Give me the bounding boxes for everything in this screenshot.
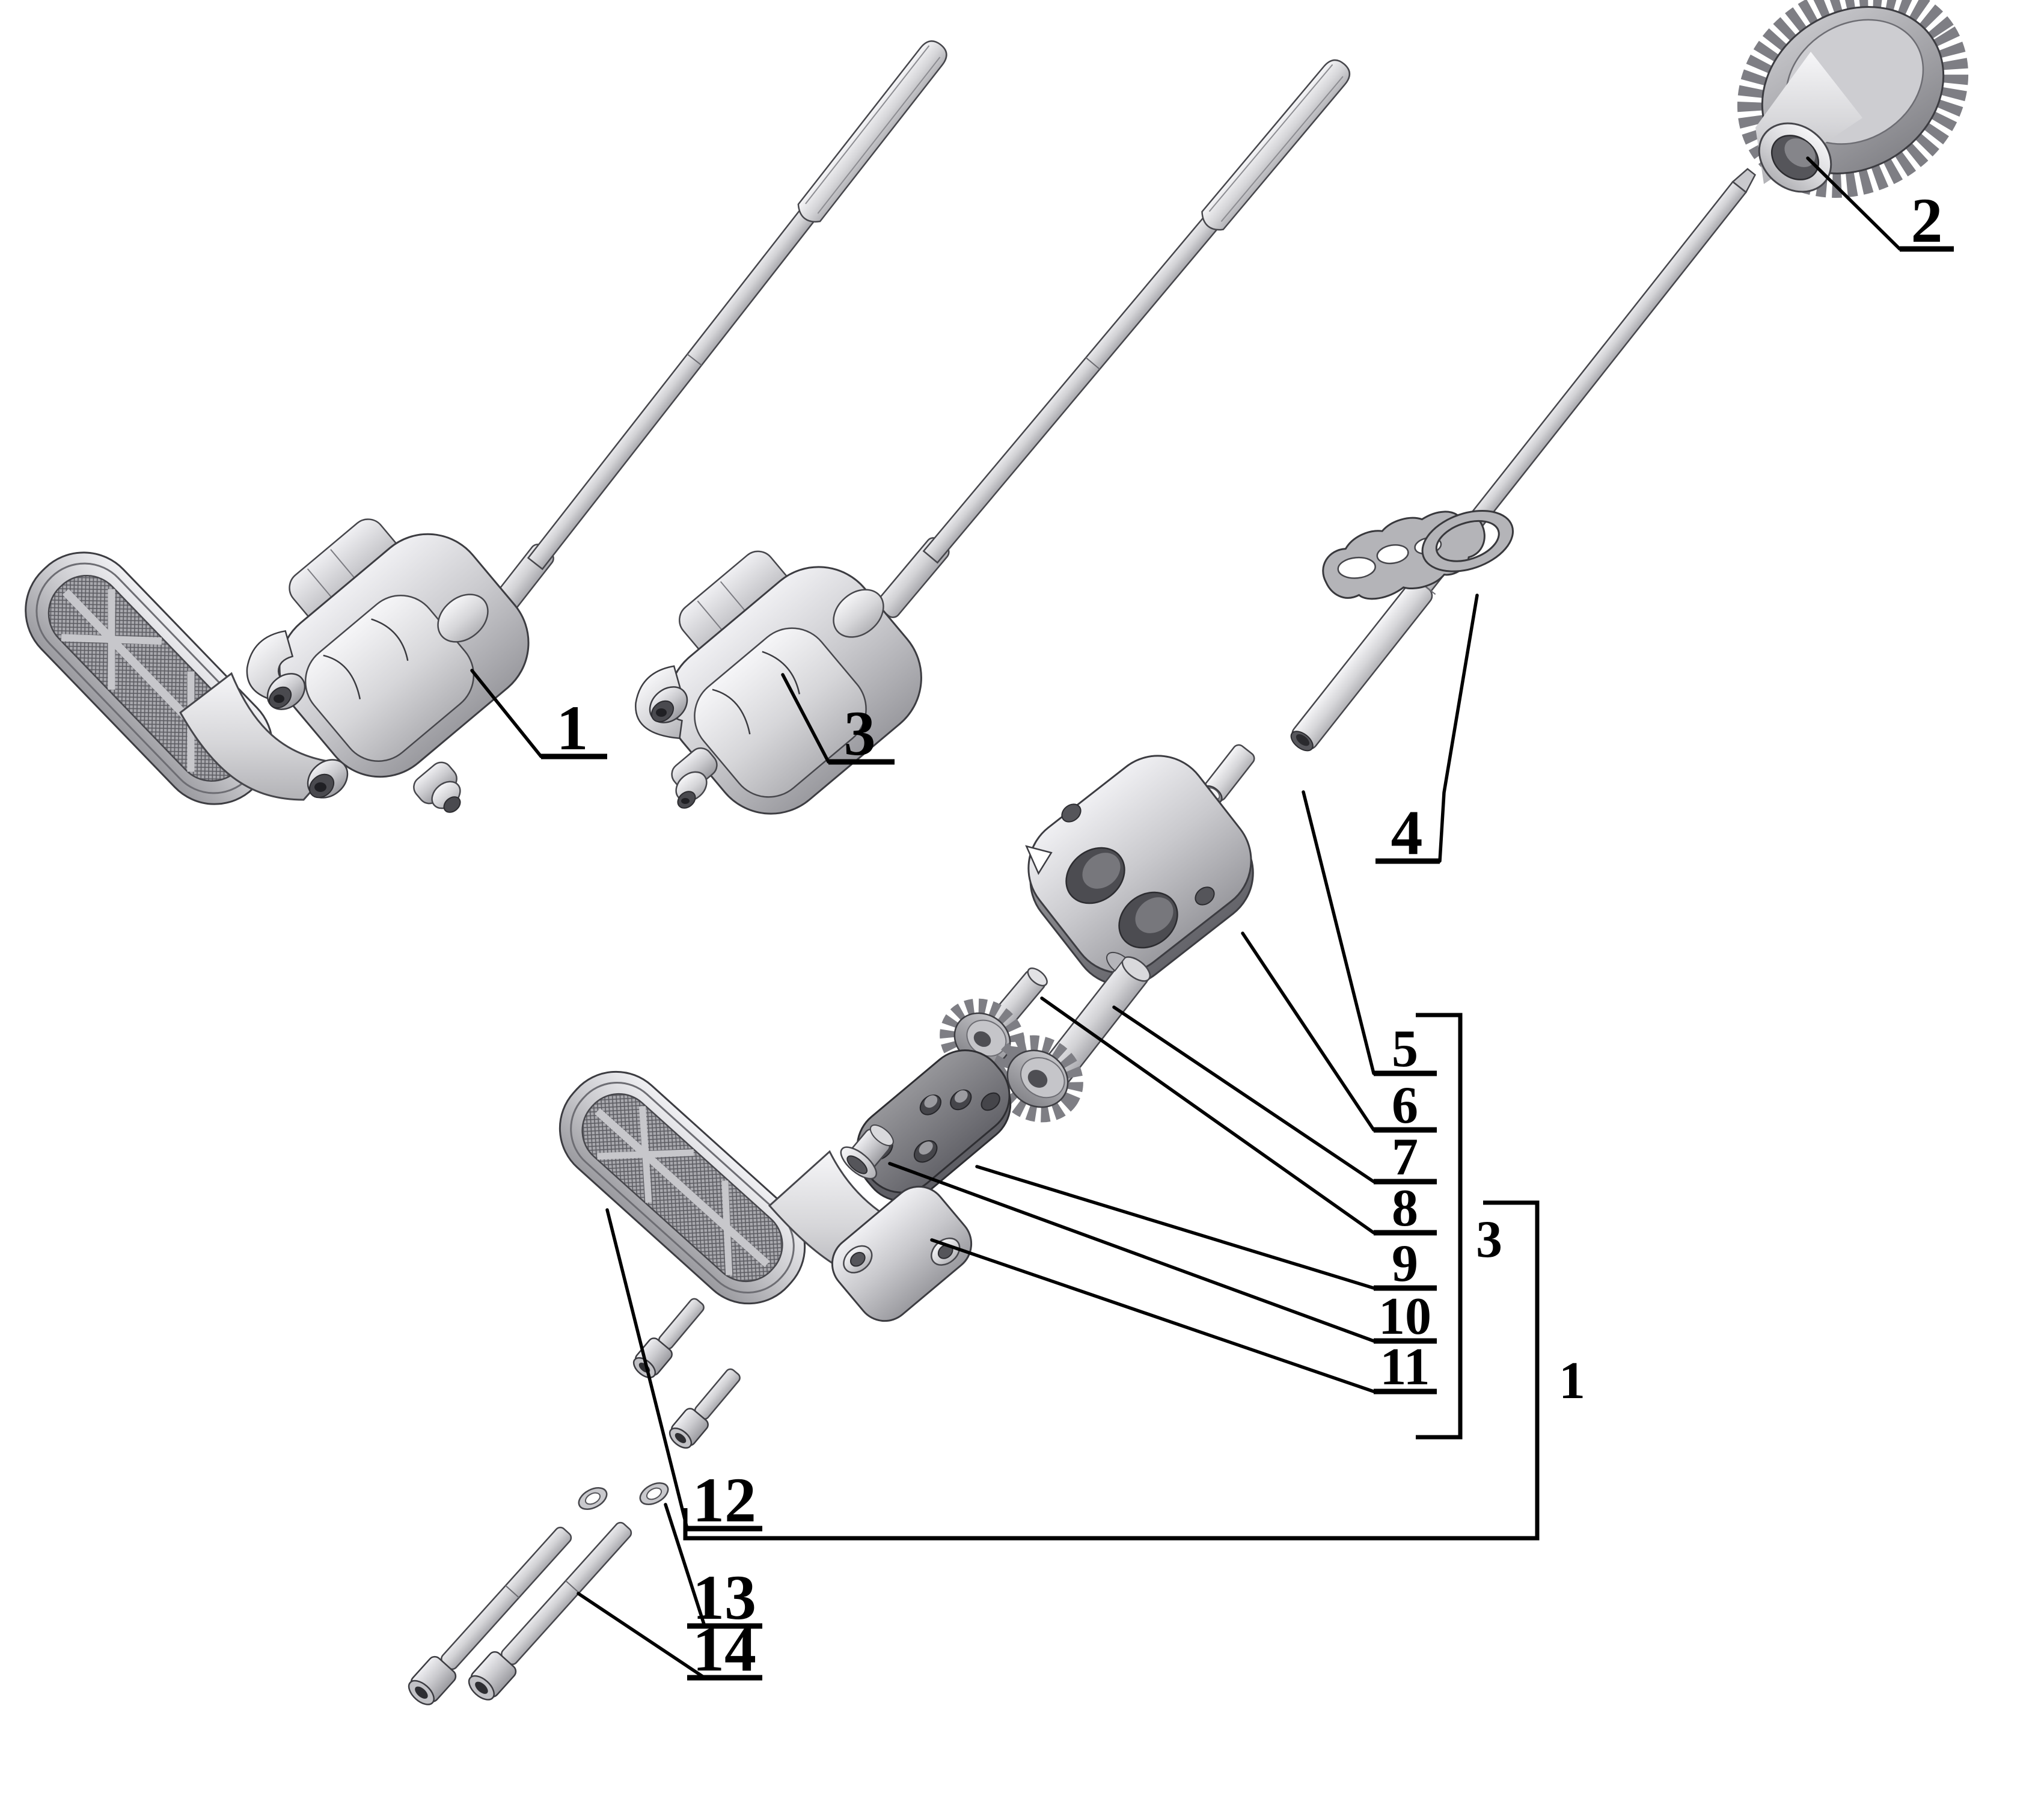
leader-13 [664, 1503, 706, 1628]
bracket-group-1 [683, 1200, 1540, 1541]
bracket-group-3 [1416, 1013, 1463, 1440]
leader-10 [888, 1162, 1375, 1343]
leader-6 [1241, 931, 1375, 1132]
callout-14: 14 [693, 1614, 756, 1684]
group-label-3: 3 [1476, 1210, 1502, 1269]
leader-12 [605, 1208, 689, 1530]
callout-3: 3 [844, 698, 876, 769]
part-oil-pickup [558, 1070, 973, 1322]
leader-8 [1040, 996, 1375, 1235]
callout-5: 5 [1392, 1020, 1418, 1078]
part-pump-shaft [1035, 951, 1151, 1093]
part-washers [578, 1482, 669, 1510]
assembly3-shaft [877, 59, 1351, 618]
leader-2 [1806, 156, 1902, 251]
pickup-flange [831, 1185, 973, 1322]
callout-11: 11 [1380, 1338, 1430, 1396]
leader-lines [470, 156, 1902, 1680]
leader-5 [1302, 790, 1375, 1075]
callout-10: 10 [1378, 1287, 1431, 1346]
group-label-1: 1 [1559, 1352, 1585, 1410]
assembly1-bottom-stub [413, 761, 461, 813]
part-lock-plate [1322, 509, 1514, 600]
callout-underlines [541, 246, 1954, 1681]
assembly1-body-bolt-left [266, 673, 306, 710]
part-oil-pump-assembly-with-pickup [25, 40, 947, 813]
assembly1-shaft [483, 40, 947, 626]
leader-7 [1112, 1005, 1375, 1183]
leader-9 [975, 1165, 1375, 1290]
part-pump-housing [1025, 755, 1254, 986]
callout-7: 7 [1392, 1128, 1418, 1186]
callout-4: 4 [1391, 797, 1423, 868]
callout-6: 6 [1392, 1076, 1418, 1135]
callout-1: 1 [557, 693, 589, 763]
assembly3-body-bolt-left [649, 686, 688, 723]
part-long-bolts [408, 1521, 632, 1705]
part-drive-shaft [1202, 168, 1757, 804]
callout-13: 13 [693, 1562, 756, 1633]
assembly1-body-bolt-bottom [307, 759, 349, 799]
part-drive-gear [1737, 0, 1969, 198]
assembly3-pump-body [635, 550, 922, 815]
leader-4 [1438, 594, 1479, 863]
assembly3-bottom-stub [671, 747, 718, 809]
callout-12: 12 [693, 1465, 756, 1535]
callout-2: 2 [1911, 185, 1943, 256]
leader-3 [781, 673, 830, 764]
part-oil-pump-subassembly [635, 59, 1351, 815]
part-thrust-bushing-upper [840, 1124, 894, 1180]
leader-1 [470, 669, 543, 758]
callout-9: 9 [1392, 1235, 1418, 1293]
assembly1-pump-body [246, 518, 530, 813]
leader-14 [577, 1592, 706, 1680]
leader-11 [930, 1238, 1375, 1393]
callout-8: 8 [1392, 1179, 1418, 1238]
drive-gear-hub [1755, 52, 1862, 193]
